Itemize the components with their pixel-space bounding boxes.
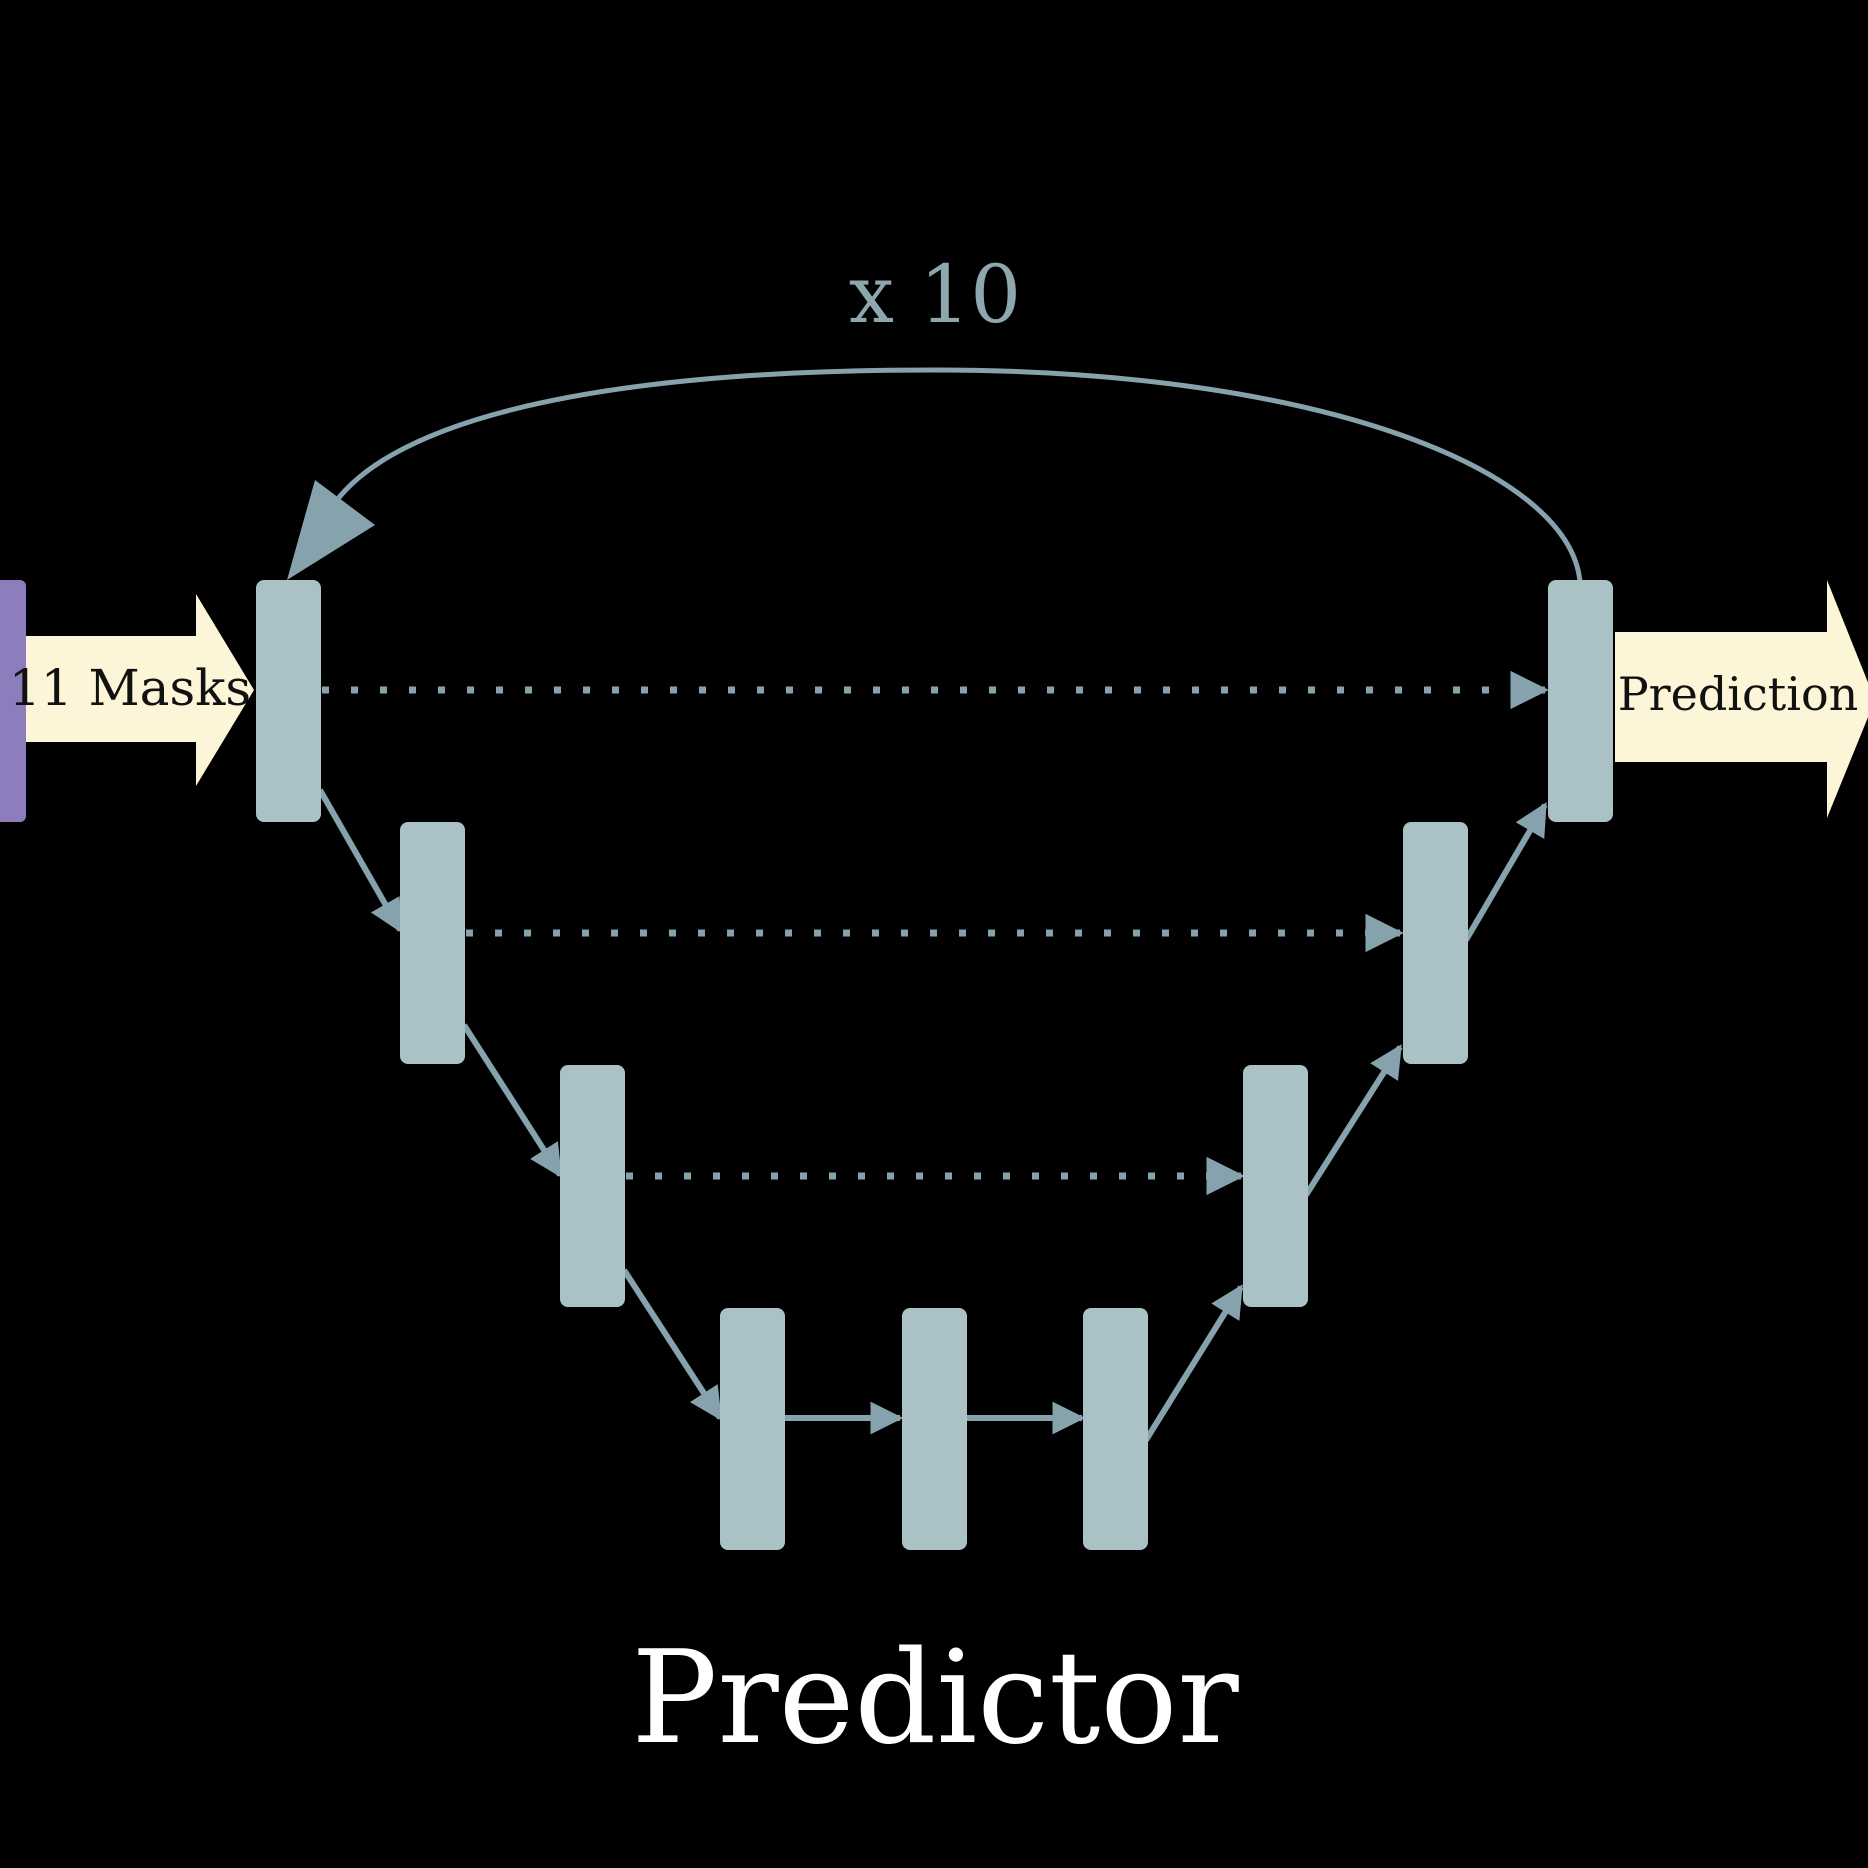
up-arrow-3 bbox=[1463, 802, 1548, 942]
input-arrow-label: 11 Masks bbox=[9, 659, 251, 717]
encoder-block-1 bbox=[256, 580, 321, 822]
diagram-title: Predictor bbox=[631, 1624, 1239, 1773]
encoder-block-3 bbox=[560, 1065, 625, 1307]
up-arrow-2 bbox=[1303, 1044, 1403, 1197]
repeat-loop-arc bbox=[327, 367, 1583, 583]
down-arrow-2 bbox=[461, 1023, 563, 1178]
encoder-block-2 bbox=[400, 822, 465, 1064]
bottleneck-block-2 bbox=[902, 1308, 967, 1550]
up-arrow-1 bbox=[1143, 1284, 1244, 1442]
repeat-loop-arrowhead bbox=[287, 480, 375, 580]
repeat-label: x 10 bbox=[849, 248, 1021, 341]
decoder-block-3 bbox=[1243, 1065, 1308, 1307]
decoder-block-2 bbox=[1403, 822, 1468, 1064]
input-arrow bbox=[26, 594, 254, 786]
decoder-block-1 bbox=[1548, 580, 1613, 822]
input-block bbox=[0, 580, 26, 822]
bottleneck-block-3 bbox=[1083, 1308, 1148, 1550]
output-arrow bbox=[1615, 580, 1868, 818]
down-arrow-3 bbox=[621, 1268, 723, 1421]
output-arrow-label: Prediction bbox=[1618, 667, 1859, 721]
down-arrow-1 bbox=[317, 788, 403, 933]
bottleneck-block-1 bbox=[720, 1308, 785, 1550]
